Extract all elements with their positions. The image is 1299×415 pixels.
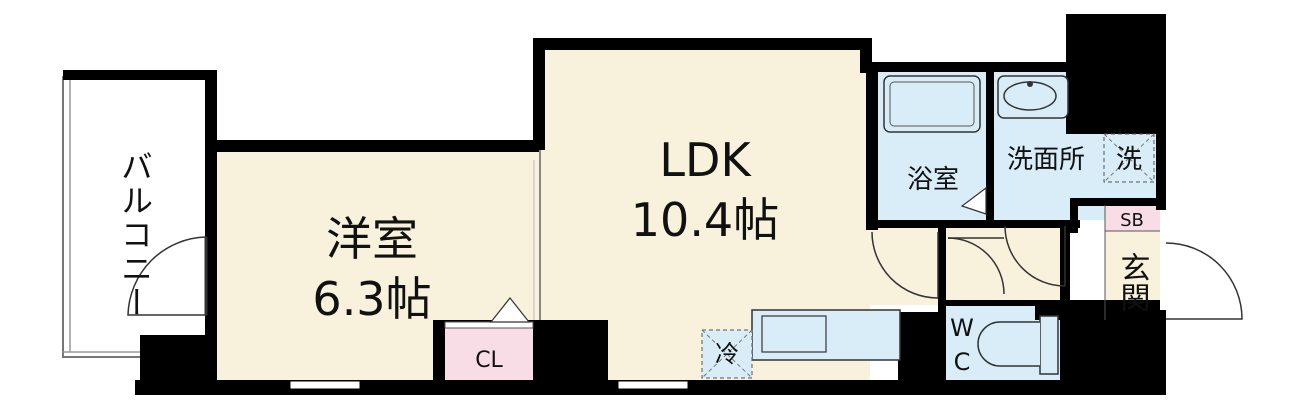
- wall: [140, 335, 215, 395]
- bath-label: 浴室: [907, 165, 959, 195]
- wall: [205, 70, 217, 315]
- toilet-label-top: W: [950, 314, 974, 342]
- washroom-door-swing: [1004, 225, 1066, 287]
- wall: [898, 312, 943, 390]
- wall: [433, 320, 445, 390]
- wall: [1060, 320, 1160, 330]
- wall: [860, 62, 1070, 72]
- western-room-size: 6.3帖: [312, 272, 431, 326]
- wall: [938, 300, 1060, 306]
- wall: [1070, 198, 1078, 233]
- wall: [866, 62, 878, 230]
- entrance-door-swing: [1165, 242, 1243, 320]
- ldk-size: 10.4帖: [631, 193, 779, 247]
- toilet-tank: [1039, 315, 1059, 375]
- closet-label: CL: [475, 348, 503, 373]
- wall: [866, 220, 1080, 228]
- closet-door: [444, 321, 534, 329]
- fridge-diagonal: [701, 329, 753, 379]
- window: [617, 380, 689, 390]
- wall: [1070, 198, 1166, 206]
- closet-floor: [445, 328, 535, 380]
- toilet-bowl: [977, 321, 1040, 367]
- ldk-name: LDK: [659, 133, 752, 187]
- washer-label: 洗: [1116, 145, 1142, 175]
- hall-floor: [870, 225, 1070, 305]
- shoe-box-floor: [1105, 205, 1160, 231]
- wall: [1156, 310, 1166, 395]
- wall: [205, 310, 217, 390]
- kitchen-sink: [761, 315, 827, 353]
- washroom-label: 洗面所: [1007, 145, 1085, 175]
- bathtub: [883, 75, 981, 133]
- wall: [1066, 14, 1166, 134]
- washer-diagonal: [1103, 133, 1155, 183]
- balcony-door-swing: [127, 236, 207, 316]
- bathtub-inner: [889, 81, 975, 127]
- balcony-label: バルコニー: [116, 150, 154, 320]
- western-room-name: 洋室: [326, 212, 418, 266]
- fridge-diagonal: [701, 329, 753, 379]
- fridge-label: 冷: [715, 340, 739, 368]
- wall: [986, 70, 994, 220]
- washer-diagonal: [1103, 133, 1155, 183]
- hall-door-swing: [947, 237, 1005, 295]
- wall: [533, 38, 545, 150]
- wall: [533, 320, 608, 390]
- toilet-label-bottom: C: [954, 348, 971, 376]
- wall: [213, 140, 540, 152]
- ldk-door-swing: [871, 231, 939, 299]
- closet-door-triangle: [489, 297, 531, 323]
- bath-door-triangle: [960, 186, 987, 215]
- window: [289, 380, 361, 390]
- wall: [533, 38, 870, 50]
- wall: [1156, 130, 1166, 210]
- wall: [63, 70, 215, 80]
- entrance-label: 玄関: [1115, 252, 1150, 312]
- faucet-icon: [1027, 81, 1033, 87]
- shoe-box-label: SB: [1120, 210, 1144, 231]
- wall: [1060, 330, 1160, 390]
- wall: [1035, 300, 1160, 320]
